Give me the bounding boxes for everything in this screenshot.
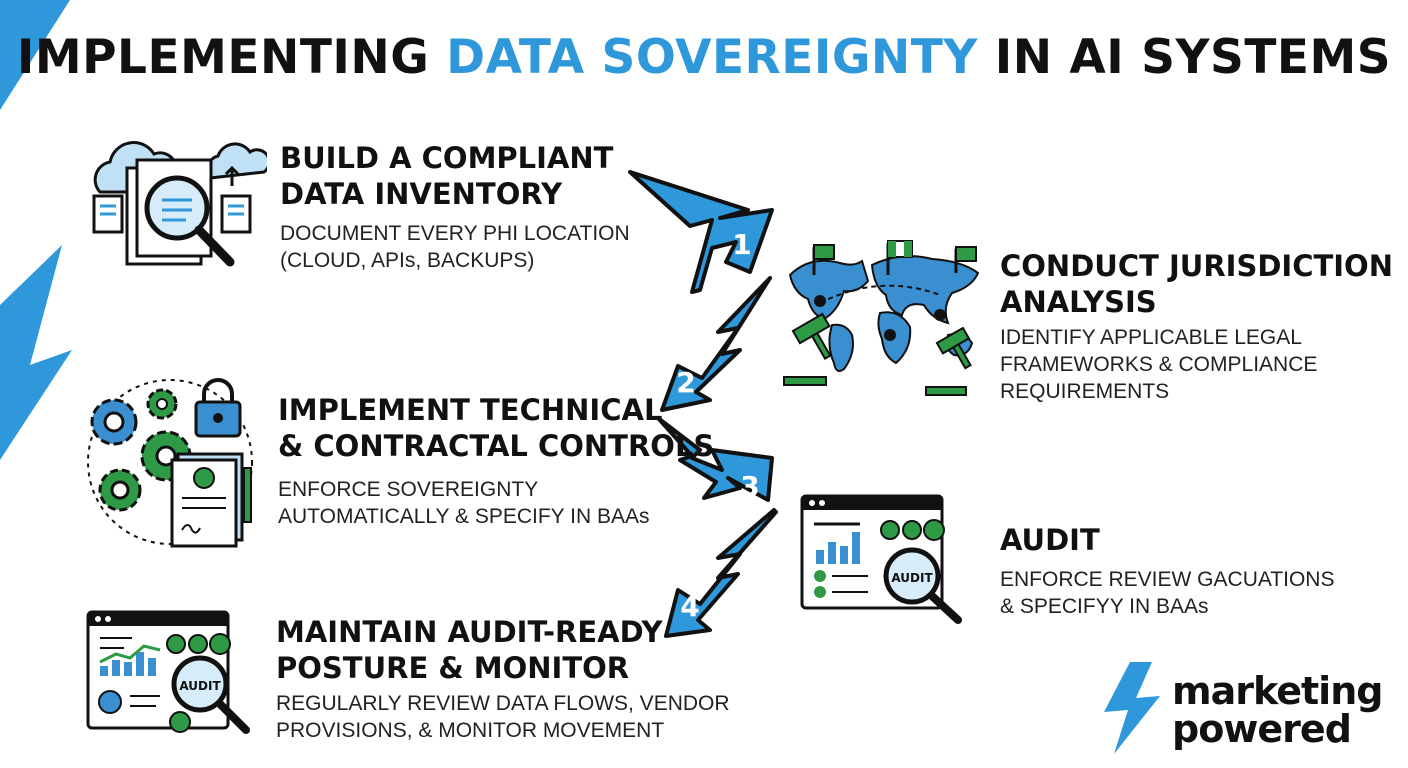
page-title: IMPLEMENTING DATA SOVEREIGNTY IN AI SYST… [16,30,1392,85]
step-4-number: 4 [680,590,699,623]
flow-arrow-4 [664,508,778,638]
flow-arrows: 1 2 3 4 [628,170,778,638]
controls-icon [87,378,253,548]
step-3-number: 3 [740,470,759,503]
lock-icon [194,378,242,438]
step-4-description: ENFORCE REVIEW GACUATIONS& SPECIFYY IN B… [1000,568,1335,618]
monitor-dashboard-icon: AUDIT [86,610,250,734]
brand-bolt-icon [1104,662,1160,754]
side-bolt-decoration [0,245,72,460]
audit-label: AUDIT [891,571,933,585]
step-1-number: 1 [732,228,751,261]
step-2-number: 2 [676,366,695,399]
inventory-icon [92,141,267,267]
audit-label-2: AUDIT [179,679,221,693]
corner-bolt-decoration [0,0,70,110]
gear-icon [90,398,138,446]
flow-arrow-1 [628,170,774,294]
step-1-description: DOCUMENT EVERY PHI LOCATION(CLOUD, APIs,… [280,222,630,272]
step-4-title: AUDIT [1000,523,1100,557]
flow-arrow-2 [660,276,772,412]
world-map-icon [783,240,980,396]
step-3-title: IMPLEMENT TECHNICAL& CONTRACTAL CONTROLS [278,393,715,463]
audit-dashboard-icon: AUDIT [800,494,962,624]
flow-arrow-3 [656,416,774,502]
title-accent: DATA SOVEREIGNTY [446,30,978,85]
